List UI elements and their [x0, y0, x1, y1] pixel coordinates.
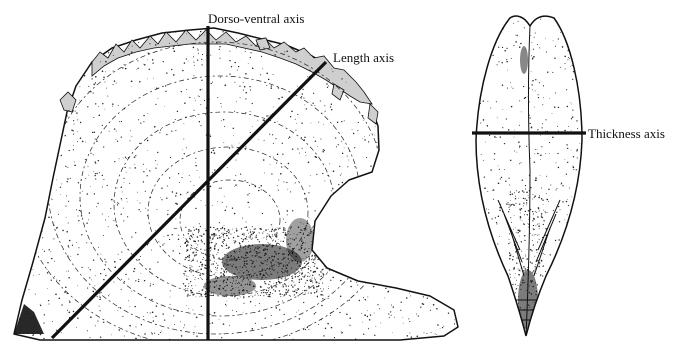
length-axis-label: Length axis: [333, 51, 394, 64]
thickness-axis-label: Thickness axis: [588, 127, 665, 140]
otolith-cross-section: [474, 14, 585, 338]
dorso-ventral-axis-label: Dorso-ventral axis: [208, 12, 304, 25]
